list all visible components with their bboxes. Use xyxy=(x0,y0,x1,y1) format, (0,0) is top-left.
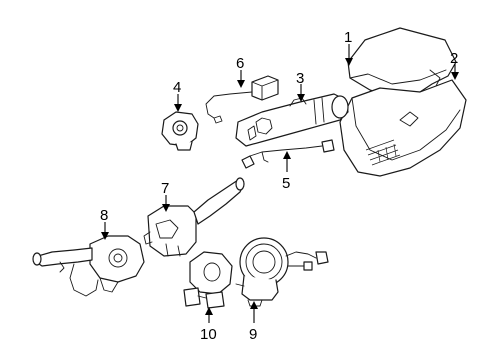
arrow-3 xyxy=(297,94,305,102)
callout-2: 2 xyxy=(450,50,458,67)
arrow-6 xyxy=(237,80,245,88)
lower-column-cover xyxy=(339,79,467,177)
callout-4: 4 xyxy=(173,79,181,96)
arrow-9 xyxy=(250,301,258,309)
column-switch-body xyxy=(235,93,349,147)
steering-angle-sensor xyxy=(183,251,233,309)
arrow-2 xyxy=(451,72,459,80)
leader-lines xyxy=(101,44,459,323)
transponder-connector xyxy=(205,75,279,124)
arrow-5 xyxy=(283,151,291,159)
callout-9: 9 xyxy=(249,326,257,343)
callout-10: 10 xyxy=(200,326,217,343)
callout-7: 7 xyxy=(161,180,169,197)
arrow-4 xyxy=(174,104,182,112)
callout-5: 5 xyxy=(282,175,290,192)
callout-8: 8 xyxy=(100,207,108,224)
callout-1: 1 xyxy=(344,29,352,46)
callout-6: 6 xyxy=(236,55,244,72)
callout-3: 3 xyxy=(296,70,304,87)
arrow-1 xyxy=(345,58,353,66)
wiper-switch xyxy=(143,177,245,257)
arrow-10 xyxy=(205,307,213,315)
ignition-key-cylinder xyxy=(161,111,199,151)
spiral-cable xyxy=(235,237,329,307)
upper-column-cover xyxy=(347,27,457,99)
turn-signal-switch xyxy=(32,235,145,297)
arrow-8 xyxy=(101,232,109,240)
wire-harness xyxy=(241,139,335,169)
arrow-7 xyxy=(162,204,170,212)
